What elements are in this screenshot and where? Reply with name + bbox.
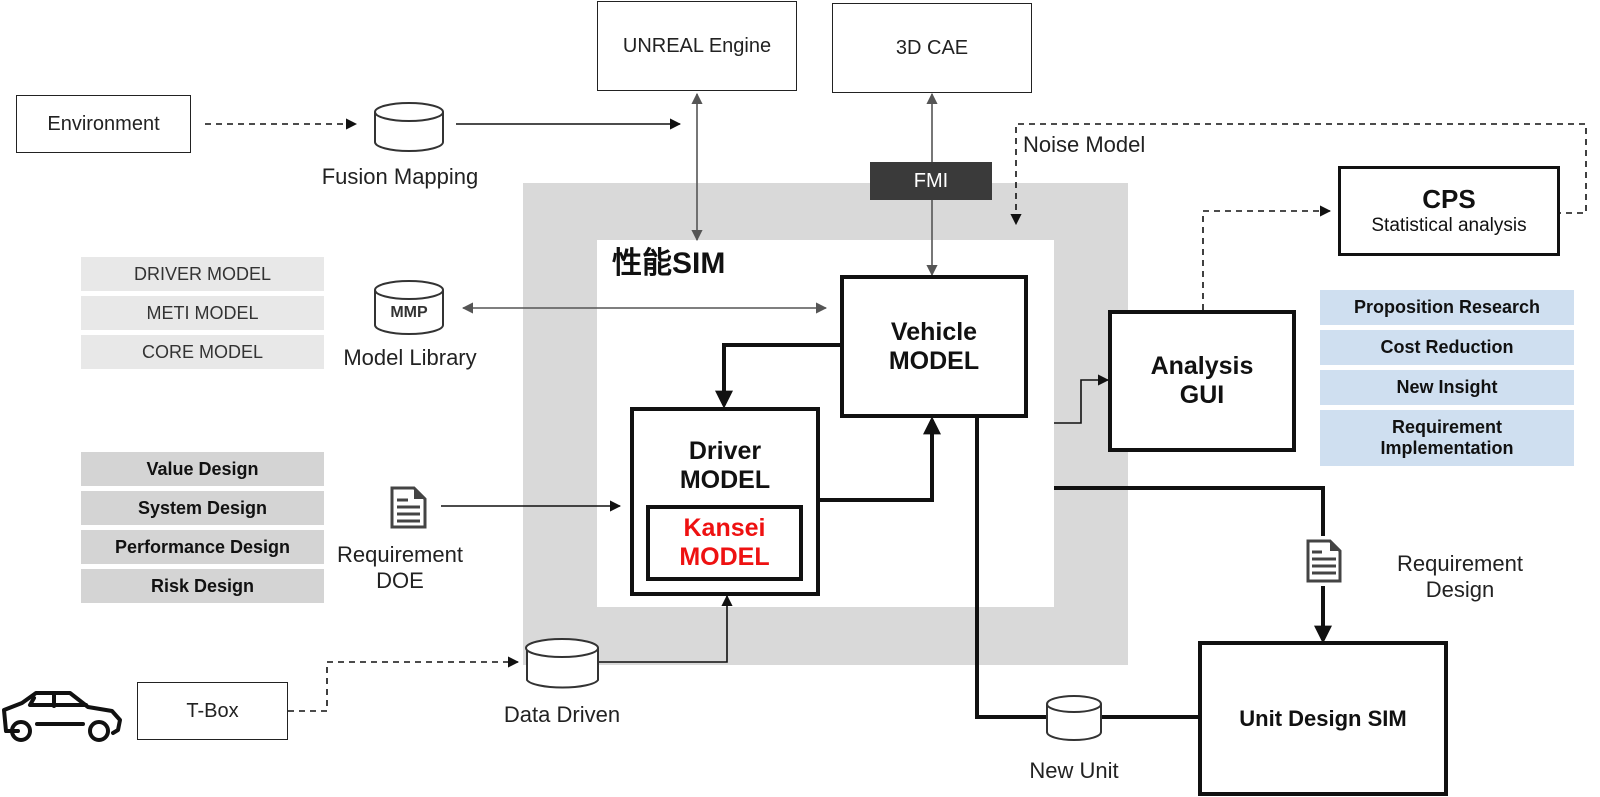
mmp-db-label: MMP xyxy=(390,303,428,321)
vehicle-model-label-line2: MODEL xyxy=(888,346,980,375)
fmi-label: FMI xyxy=(913,169,949,192)
kansei-model-box: Kansei MODEL xyxy=(646,505,803,581)
model-library-db-icon xyxy=(374,280,444,335)
requirement-design-document-icon xyxy=(1305,536,1342,586)
outcome-new-insight: New Insight xyxy=(1320,370,1574,405)
data-driven-label: Data Driven xyxy=(503,702,621,727)
unreal-engine-label: UNREAL Engine xyxy=(622,34,772,57)
cps-subtitle: Statistical analysis xyxy=(1371,215,1527,237)
edge-noise-model xyxy=(1010,123,1587,226)
library-item-driver-model: DRIVER MODEL xyxy=(81,257,324,291)
requirement-doe-label-line1: Requirement xyxy=(337,542,463,567)
data-driven-db-icon xyxy=(525,638,599,689)
t-box-box: T-Box xyxy=(137,682,288,740)
edge-datadriven-driver xyxy=(598,594,733,663)
edge-sim-unitdesign xyxy=(1054,486,1332,644)
requirement-doe-label: Requirement DOE xyxy=(320,542,480,595)
requirement-design-label-line1: Requirement xyxy=(1397,551,1523,576)
environment-label: Environment xyxy=(47,112,160,135)
analysis-gui-box: Analysis GUI xyxy=(1108,310,1296,452)
edge-driver-vehicle xyxy=(820,416,941,502)
kansei-model-label-line2: MODEL xyxy=(679,543,770,571)
requirement-doe-document-icon xyxy=(390,486,427,529)
model-library-label: Model Library xyxy=(343,345,477,370)
unit-design-sim-label: Unit Design SIM xyxy=(1239,705,1407,731)
cps-title: CPS xyxy=(1422,184,1476,215)
design-item-system: System Design xyxy=(81,491,324,525)
fusion-mapping-db-icon xyxy=(374,102,444,152)
requirement-design-label: Requirement Design xyxy=(1380,551,1540,604)
driver-model-label-line2: MODEL xyxy=(679,465,771,494)
edge-analysis-cps xyxy=(1202,205,1332,310)
kansei-model-label-line1: Kansei xyxy=(683,514,766,543)
edge-vehicle-driver xyxy=(715,343,840,409)
cae-3d-box: 3D CAE xyxy=(832,3,1032,93)
design-item-value: Value Design xyxy=(81,452,324,486)
new-unit-db-icon xyxy=(1046,695,1102,741)
noise-model-label: Noise Model xyxy=(1023,132,1146,157)
performance-sim-title: 性能SIM xyxy=(612,247,726,280)
driver-model-label-line1: Driver xyxy=(688,437,762,465)
car-icon xyxy=(2,691,122,742)
cae-3d-label: 3D CAE xyxy=(895,36,969,59)
t-box-label: T-Box xyxy=(186,699,239,722)
new-unit-label: New Unit xyxy=(1029,758,1119,783)
fusion-mapping-label: Fusion Mapping xyxy=(321,164,479,189)
outcome-proposition-research: Proposition Research xyxy=(1320,290,1574,325)
edge-sim-analysis xyxy=(1054,374,1110,424)
analysis-gui-label-line2: GUI xyxy=(1179,381,1225,409)
cps-box: CPS Statistical analysis xyxy=(1338,166,1560,256)
outcome-cost-reduction: Cost Reduction xyxy=(1320,330,1574,365)
requirement-doe-label-line2: DOE xyxy=(376,568,424,594)
unit-design-sim-box: Unit Design SIM xyxy=(1198,641,1448,796)
fmi-badge xyxy=(870,162,992,200)
environment-box: Environment xyxy=(16,95,191,153)
unreal-engine-box: UNREAL Engine xyxy=(597,1,797,91)
requirement-design-label-line2: Design xyxy=(1425,577,1495,603)
outcome-requirement-implementation: Requirement Implementation xyxy=(1320,410,1574,466)
analysis-gui-label-line1: Analysis xyxy=(1150,352,1254,381)
library-item-core-model: CORE MODEL xyxy=(81,335,324,369)
edge-unitdesign-vehicle xyxy=(968,392,1198,719)
design-item-performance: Performance Design xyxy=(81,530,324,564)
vehicle-model-label-line1: Vehicle xyxy=(890,317,978,346)
library-item-meti-model: METI MODEL xyxy=(81,296,324,330)
design-item-risk: Risk Design xyxy=(81,569,324,603)
vehicle-model-box: Vehicle MODEL xyxy=(840,275,1028,418)
